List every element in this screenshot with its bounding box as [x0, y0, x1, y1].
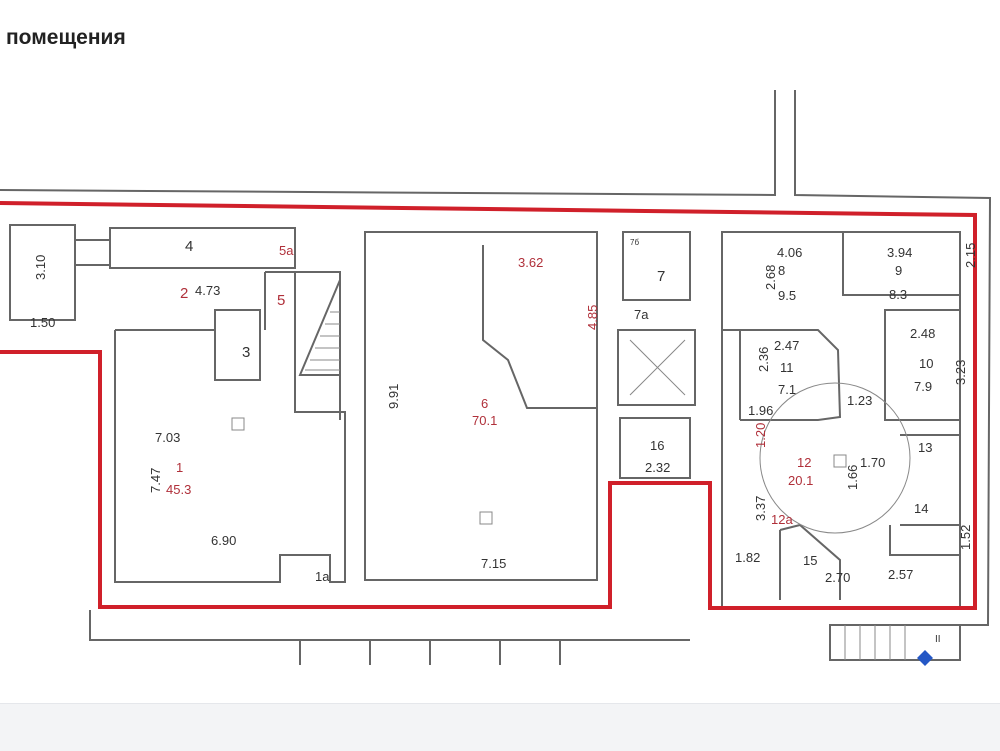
column-marker — [231, 417, 245, 431]
area-label: 70.1 — [472, 413, 497, 428]
property-boundary — [0, 201, 977, 610]
dimension-label: 1.96 — [748, 403, 773, 418]
room-label: 5 — [277, 292, 285, 309]
dimension-label: 1.50 — [30, 315, 55, 330]
room-label: 13 — [918, 440, 932, 455]
room-label: 1 — [176, 460, 183, 475]
room-label: 1а — [315, 569, 330, 584]
dimension-label: 7.15 — [481, 556, 506, 571]
room-label: 9 — [895, 263, 902, 278]
dimension-label: 2.15 — [963, 243, 978, 268]
room-label: 12 — [797, 455, 811, 470]
dimension-label: 1.52 — [958, 525, 973, 550]
dimension-label: 7.03 — [155, 430, 180, 445]
room-label: 4 — [185, 238, 193, 255]
room-label: 2 — [180, 285, 188, 302]
room-label: 14 — [914, 501, 928, 516]
dimension-label: 4.06 — [777, 245, 802, 260]
area-label: 45.3 — [166, 482, 191, 497]
area-label: 9.5 — [778, 288, 796, 303]
area-label: 8.3 — [889, 287, 907, 302]
room-label: 11 — [780, 360, 794, 375]
bottom-bar — [0, 703, 1000, 751]
dimension-label: 9.91 — [386, 384, 401, 409]
room-label: 7 — [657, 268, 665, 285]
dimension-label: 3.10 — [33, 255, 48, 280]
dimension-label: 2.70 — [825, 570, 850, 585]
dimension-label: 2.68 — [763, 265, 778, 290]
column-marker — [479, 511, 493, 525]
walls — [0, 90, 992, 665]
floor-plan: 4 3.10 1.50 2 4.73 5а 5 3 7.03 1 45.3 7.… — [0, 90, 992, 666]
dimension-label: 2.48 — [910, 326, 935, 341]
area-label: 20.1 — [788, 473, 813, 488]
room-label: 16 — [650, 438, 664, 453]
area-label: 7.1 — [778, 382, 796, 397]
room-label: 7а — [634, 307, 649, 322]
dimension-label: 1.23 — [847, 393, 872, 408]
dimension-label: 1.82 — [735, 550, 760, 565]
dimension-label: 3.37 — [753, 496, 768, 521]
dimension-label: 4.85 — [585, 305, 600, 330]
room-labels: 4 3.10 1.50 2 4.73 5а 5 3 7.03 1 45.3 7.… — [30, 238, 978, 645]
room-label: 6 — [481, 396, 488, 411]
dimension-label: 3.94 — [887, 245, 912, 260]
dimension-label: 3.62 — [518, 255, 543, 270]
dimension-label: 2.36 — [756, 347, 771, 372]
room-label: 15 — [803, 553, 817, 568]
room-label: 8 — [778, 263, 785, 278]
room-label: 12а — [771, 512, 793, 527]
area-label: 7.9 — [914, 379, 932, 394]
room-label: 5а — [279, 243, 294, 258]
room-label: 10 — [919, 356, 933, 371]
dimension-label: 1.20 — [753, 423, 768, 448]
dimension-label: 1.70 — [860, 455, 885, 470]
dimension-label: 2.32 — [645, 460, 670, 475]
dimension-label: 7.47 — [148, 468, 163, 493]
dimension-label: 1.66 — [845, 465, 860, 490]
dimension-label: 2.47 — [774, 338, 799, 353]
room-label: 7б — [630, 238, 639, 247]
room-label: II — [935, 634, 941, 645]
room-label: 3 — [242, 344, 250, 361]
column-marker — [833, 454, 847, 468]
dimension-label: 3.23 — [953, 360, 968, 385]
dimension-label: 4.73 — [195, 283, 220, 298]
dimension-label: 6.90 — [211, 533, 236, 548]
dimension-label: 2.57 — [888, 567, 913, 582]
entrance-marker — [917, 650, 933, 666]
section-title: помещения — [6, 26, 126, 49]
